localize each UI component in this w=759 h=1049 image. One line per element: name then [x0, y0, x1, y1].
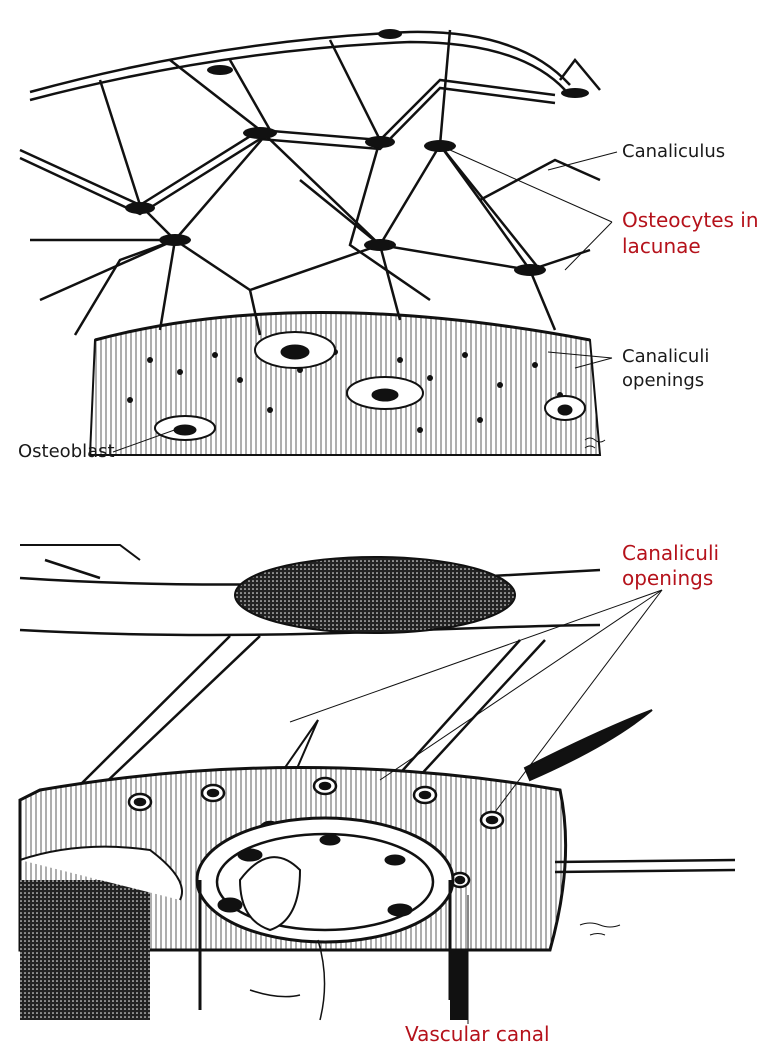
osteocyte-nucleus [235, 557, 515, 633]
top-illustration [20, 29, 605, 455]
label-canaliculi-openings-bottom-line1: Canaliculi [622, 541, 719, 565]
label-canaliculi-openings-bottom-line2: openings [622, 566, 713, 590]
label-osteoblast: Osteoblast [18, 441, 115, 463]
label-osteocytes-in-lacunae-line1: Osteocytes in [622, 208, 759, 232]
bottom-illustration [20, 545, 735, 1020]
label-canaliculus: Canaliculus [622, 141, 725, 163]
label-vascular-canal: Vascular canal [405, 1022, 550, 1046]
vascular-canal [197, 818, 453, 1020]
label-canaliculi-openings-top-line1: Canaliculi [622, 346, 709, 368]
canaliculi-network [20, 30, 600, 335]
label-canaliculi-openings-top-line2: openings [622, 370, 704, 392]
osteocyte-lacunae [125, 29, 589, 276]
label-osteocytes-in-lacunae-line2: lacunae [622, 234, 701, 258]
